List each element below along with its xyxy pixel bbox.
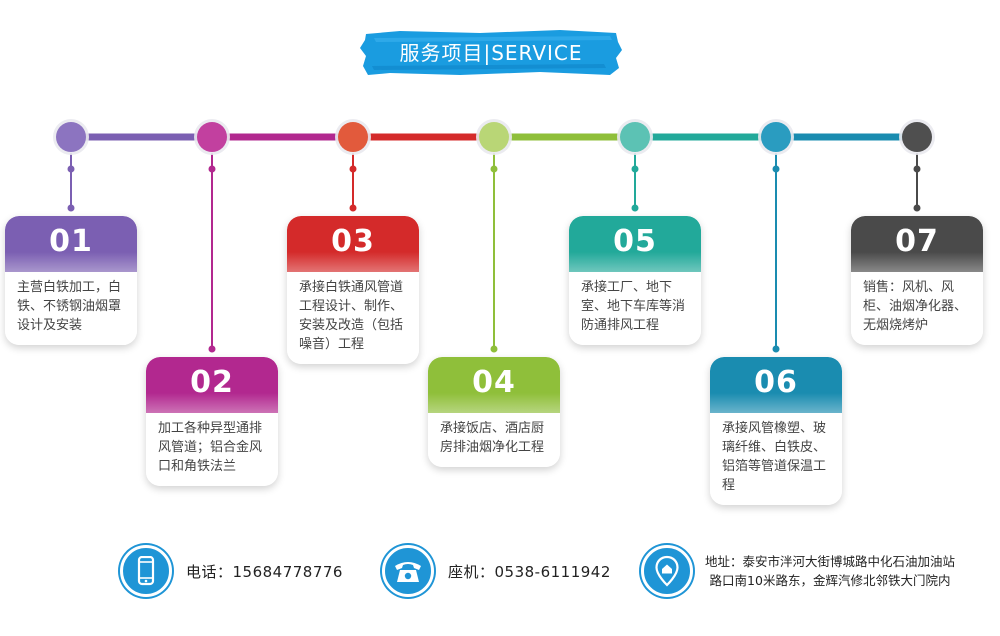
service-description: 加工各种异型通排风管道；铝合金风口和角铁法兰 [146, 413, 278, 486]
service-number: 03 [331, 224, 375, 259]
timeline-node [479, 122, 509, 152]
telephone-icon [382, 545, 434, 597]
phone-number[interactable]: 电话：15684778776 [186, 562, 343, 581]
timeline-node [56, 122, 86, 152]
service-description: 承接饭店、酒店厨房排油烟净化工程 [428, 413, 560, 467]
contact-landline: 座机：0538-6111942 [382, 545, 611, 597]
timeline-node [620, 122, 650, 152]
service-number: 07 [895, 224, 939, 259]
connector-dot-bottom [490, 345, 498, 353]
service-card-06: 06 承接风管橡塑、玻璃纤维、白铁皮、铝箔等管道保温工程 [710, 357, 842, 505]
service-card-header: 01 [5, 216, 137, 272]
section-title: 服务项目|SERVICE [399, 41, 583, 65]
connector-dot-top [913, 165, 921, 173]
connector-dot-bottom [772, 345, 780, 353]
connector-dot-top [349, 165, 357, 173]
service-card-header: 06 [710, 357, 842, 413]
timeline-node [197, 122, 227, 152]
contact-phone: 电话：15684778776 [120, 545, 343, 597]
service-card-header: 04 [428, 357, 560, 413]
mobile-phone-icon [120, 545, 172, 597]
service-description: 销售：风机、风柜、油烟净化器、无烟烧烤炉 [851, 272, 983, 345]
service-number: 04 [472, 365, 516, 400]
service-description: 主营白铁加工，白铁、不锈钢油烟罩设计及安装 [5, 272, 137, 345]
service-number: 02 [190, 365, 234, 400]
connector-dot-top [772, 165, 780, 173]
service-card-05: 05 承接工厂、地下室、地下车库等消防通排风工程 [569, 216, 701, 345]
timeline-node [902, 122, 932, 152]
service-card-header: 03 [287, 216, 419, 272]
address: 地址：泰安市泮河大街博城路中化石油加油站 路口南10米路东，金辉汽修北邻铁大门院… [705, 552, 955, 590]
connector-dot-top [208, 165, 216, 173]
timeline-node [338, 122, 368, 152]
connector-dot-bottom [208, 345, 216, 353]
connector-dot-top [490, 165, 498, 173]
contact-address: 地址：泰安市泮河大街博城路中化石油加油站 路口南10米路东，金辉汽修北邻铁大门院… [641, 545, 955, 597]
brush-banner-background [360, 30, 622, 75]
service-card-03: 03 承接白铁通风管道工程设计、制作、安装及改造（包括噪音）工程 [287, 216, 419, 364]
service-description: 承接工厂、地下室、地下车库等消防通排风工程 [569, 272, 701, 345]
connector-dot-top [631, 165, 639, 173]
connector-dot-top [67, 165, 75, 173]
service-number: 06 [754, 365, 798, 400]
connector-dot-bottom [349, 204, 357, 212]
connector-dot-bottom [631, 204, 639, 212]
service-card-07: 07 销售：风机、风柜、油烟净化器、无烟烧烤炉 [851, 216, 983, 345]
service-card-02: 02 加工各种异型通排风管道；铝合金风口和角铁法兰 [146, 357, 278, 486]
section-title-banner: 服务项目|SERVICE [360, 28, 622, 78]
service-card-header: 05 [569, 216, 701, 272]
service-number: 01 [49, 224, 93, 259]
location-pin-icon [641, 545, 693, 597]
service-card-04: 04 承接饭店、酒店厨房排油烟净化工程 [428, 357, 560, 467]
service-card-01: 01 主营白铁加工，白铁、不锈钢油烟罩设计及安装 [5, 216, 137, 345]
connector-dot-bottom [67, 204, 75, 212]
service-number: 05 [613, 224, 657, 259]
connector-dot-bottom [913, 204, 921, 212]
service-card-header: 07 [851, 216, 983, 272]
address-line-2: 路口南10米路东，金辉汽修北邻铁大门院内 [709, 573, 951, 588]
service-timeline [53, 119, 935, 353]
service-description: 承接风管橡塑、玻璃纤维、白铁皮、铝箔等管道保温工程 [710, 413, 842, 505]
timeline-node [761, 122, 791, 152]
service-card-header: 02 [146, 357, 278, 413]
address-line-1: 地址：泰安市泮河大街博城路中化石油加油站 [705, 554, 956, 569]
landline-number[interactable]: 座机：0538-6111942 [448, 562, 611, 581]
service-description: 承接白铁通风管道工程设计、制作、安装及改造（包括噪音）工程 [287, 272, 419, 364]
